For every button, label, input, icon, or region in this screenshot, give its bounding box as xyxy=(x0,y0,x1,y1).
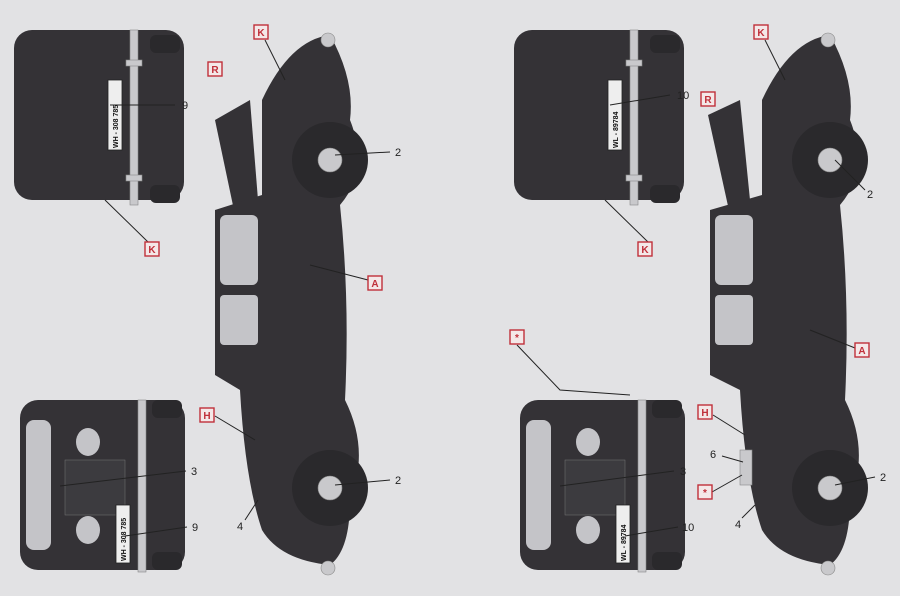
callout-number: 6 xyxy=(710,449,716,461)
rear-view: WH - 308 785 xyxy=(14,29,184,206)
color-tag: * xyxy=(515,333,519,344)
front-view: WH - 308 785 xyxy=(20,399,185,573)
side-view xyxy=(215,32,368,576)
callout-number: 2 xyxy=(395,475,401,487)
callout-number: 3 xyxy=(680,466,686,478)
license-plate: WL - 89784 xyxy=(621,524,628,561)
color-tag: A xyxy=(371,279,378,290)
callout-number: 3 xyxy=(191,466,197,478)
color-tags: K R K A * H * xyxy=(509,24,870,500)
callout-number: 2 xyxy=(395,147,401,159)
color-tag: K xyxy=(641,245,649,256)
color-tag: K xyxy=(148,245,156,256)
callout-number: 10 xyxy=(677,90,689,102)
callout-number: 9 xyxy=(182,100,188,112)
left-version: WH - 308 785 WH - 308 785 9 2 xyxy=(14,24,401,576)
color-tag: K xyxy=(257,28,265,39)
callout-number: 2 xyxy=(867,189,873,201)
color-tags: K R K A H xyxy=(104,24,383,441)
color-tag: A xyxy=(858,346,865,357)
side-view xyxy=(708,32,868,576)
callouts: 10 2 3 10 6 4 2 xyxy=(559,90,886,537)
license-plate: WL - 89784 xyxy=(613,111,620,148)
license-plate: WH - 308 785 xyxy=(121,518,128,561)
right-version: WL - 89784 WL - 89784 10 2 xyxy=(509,24,886,576)
callout-number: 9 xyxy=(192,522,198,534)
callout-number: 4 xyxy=(735,519,741,531)
color-tag: H xyxy=(203,411,210,422)
front-view: WL - 89784 xyxy=(520,399,685,573)
color-tag: H xyxy=(701,408,708,419)
color-tag: R xyxy=(704,95,712,106)
color-tag: K xyxy=(757,28,765,39)
rear-view: WL - 89784 xyxy=(514,29,684,206)
callout-number: 4 xyxy=(237,521,243,533)
color-tag: * xyxy=(703,488,707,499)
callout-number: 2 xyxy=(880,472,886,484)
callouts: 9 2 3 9 4 2 xyxy=(59,100,401,537)
license-plate: WH - 308 785 xyxy=(113,105,120,148)
callout-number: 10 xyxy=(682,522,694,534)
color-tag: R xyxy=(211,65,219,76)
